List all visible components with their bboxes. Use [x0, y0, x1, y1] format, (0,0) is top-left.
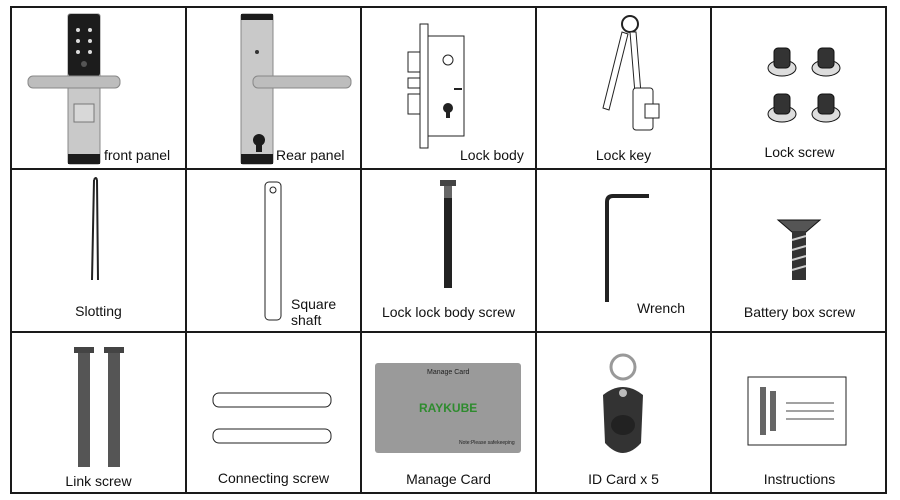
manage-card-image: Manage Card RAYKUBE Note:Please safekeep…	[375, 363, 521, 453]
slotting-image	[91, 177, 99, 281]
item-label: Battery box screw	[743, 304, 856, 320]
lock-key-image	[602, 15, 660, 131]
item-label: Slotting	[75, 303, 122, 319]
item-label: Square shaft	[291, 296, 337, 328]
battery-box-screw-image	[776, 219, 822, 280]
grid-divider	[12, 331, 885, 333]
cell-instructions: Instructions	[712, 333, 887, 494]
connecting-screw-image	[212, 392, 332, 444]
item-label: Manage Card	[406, 471, 491, 487]
rear-panel-image	[240, 13, 352, 165]
instructions-image	[747, 376, 847, 446]
cell-link-screw: Link screw	[12, 333, 185, 494]
cell-wrench: Wrench	[537, 170, 710, 331]
cell-front-panel: front panel	[12, 8, 185, 168]
cell-lock-body-screw: Lock lock body screw	[362, 170, 535, 331]
grid-divider	[12, 168, 885, 170]
item-label: Lock lock body screw	[381, 304, 516, 320]
item-label: front panel	[104, 147, 171, 163]
grid-divider	[185, 8, 187, 492]
item-label: Lock key	[595, 147, 652, 163]
manage-card-title: Manage Card	[427, 369, 470, 376]
cell-id-card: ID Card x 5	[537, 333, 710, 494]
front-panel-image	[27, 13, 121, 165]
item-label: Rear panel	[276, 147, 345, 163]
grid-divider	[535, 8, 537, 492]
cell-connecting-screw: Connecting screw	[187, 333, 360, 494]
square-shaft-image	[264, 181, 282, 321]
item-label: Instructions	[763, 471, 836, 487]
cell-manage-card: Manage Card RAYKUBE Note:Please safekeep…	[362, 333, 535, 494]
manage-card-note: Note:Please safekeeping	[459, 440, 515, 446]
grid-divider	[710, 8, 712, 492]
link-screw-image	[74, 347, 124, 467]
packing-list-grid: front panel Rear panel Lock body	[10, 6, 887, 494]
item-label: Lock body	[460, 147, 524, 163]
cell-lock-key: Lock key	[537, 8, 710, 168]
lock-body-image	[407, 23, 465, 149]
item-label: Link screw	[65, 473, 132, 489]
grid-divider	[360, 8, 362, 492]
manage-card-brand: RAYKUBE	[419, 401, 478, 415]
cell-lock-screw: Lock screw	[712, 8, 887, 168]
item-label: Connecting screw	[217, 470, 330, 486]
item-label: Wrench	[637, 300, 685, 316]
cell-slotting: Slotting	[12, 170, 185, 331]
cell-lock-body: Lock body	[362, 8, 535, 168]
cell-rear-panel: Rear panel	[187, 8, 360, 168]
lock-screw-image	[767, 47, 841, 123]
item-label: ID Card x 5	[588, 471, 659, 487]
cell-square-shaft: Square shaft	[187, 170, 360, 331]
cell-battery-box-screw: Battery box screw	[712, 170, 887, 331]
wrench-image	[605, 194, 649, 302]
id-card-image	[603, 353, 643, 453]
lock-body-screw-image	[440, 180, 456, 288]
item-label: Lock screw	[764, 144, 835, 160]
